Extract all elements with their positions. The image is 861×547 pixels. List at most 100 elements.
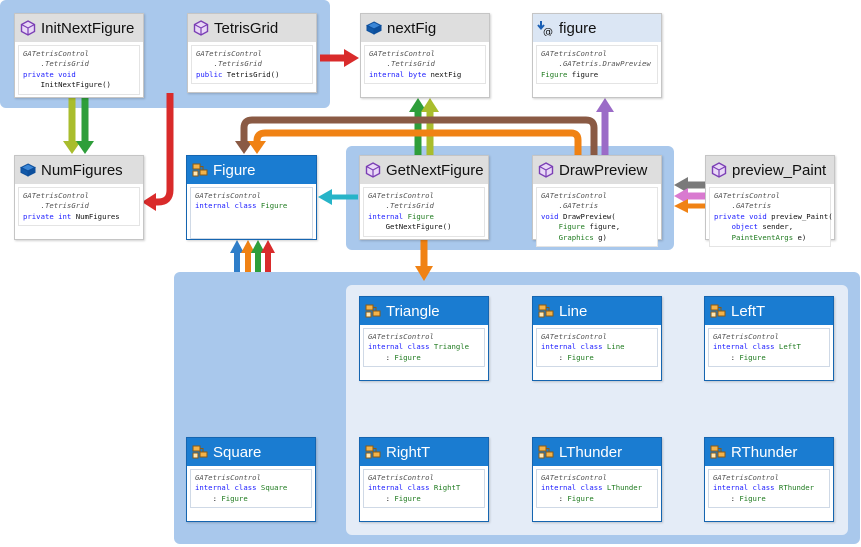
- namespace-line: GATetrisControl: [23, 49, 89, 58]
- arrow-tetrisgrid-to-numfigures: [142, 93, 174, 211]
- namespace-line: .GATetris: [541, 201, 599, 211]
- node-title: nextFig: [387, 19, 437, 37]
- signature-line: : Figure: [195, 493, 248, 503]
- node-title: LThunder: [559, 443, 623, 461]
- namespace-line: GATetrisControl: [369, 49, 435, 58]
- namespace-line: GATetrisControl: [541, 191, 607, 200]
- node-figure-parameter[interactable]: @ figure GATetrisControl .GATetris.DrawP…: [532, 13, 662, 98]
- signature-line: private int NumFigures: [23, 211, 120, 221]
- node-title: RThunder: [731, 443, 798, 461]
- signature-line: public TetrisGrid(): [196, 69, 280, 79]
- node-title: Square: [213, 443, 262, 461]
- signature-line: Figure figure: [541, 69, 599, 79]
- method-icon: [192, 19, 210, 37]
- node-preview-paint[interactable]: preview_Paint GATetrisControl .GATetris …: [705, 155, 835, 248]
- class-icon: [364, 443, 382, 461]
- parameter-icon: @: [537, 19, 555, 37]
- node-title: Line: [559, 302, 588, 320]
- signature-line: : Figure: [368, 352, 421, 362]
- class-icon: [191, 443, 209, 461]
- signature-line: internal class Square: [195, 483, 288, 493]
- node-title: Triangle: [386, 302, 440, 320]
- arrow-drawpreview-to-figure-brown: [235, 116, 598, 158]
- node-title: figure: [559, 19, 597, 37]
- signature-line: void DrawPreview(: [541, 211, 616, 221]
- signature-line: private void preview_Paint(: [714, 211, 833, 221]
- namespace-line: GATetrisControl: [368, 191, 434, 200]
- field-icon: [19, 161, 37, 179]
- node-rthunder[interactable]: RThunder GATetrisControl internal class …: [704, 437, 834, 522]
- node-title: NumFigures: [41, 161, 123, 179]
- namespace-line: GATetrisControl: [713, 332, 779, 341]
- arrow-previewpaint-to-drawpreview: [674, 177, 705, 213]
- namespace-line: GATetrisControl: [195, 473, 261, 482]
- svg-text:@: @: [543, 27, 553, 36]
- node-triangle[interactable]: Triangle GATetrisControl internal class …: [359, 296, 489, 381]
- namespace-line: .TetrisGrid: [369, 59, 435, 69]
- class-icon: [537, 443, 555, 461]
- namespace-line: GATetrisControl: [368, 332, 434, 341]
- arrow-getnextfigure-to-subclasses: [415, 238, 433, 281]
- signature-line: internal Figure: [368, 211, 434, 221]
- method-icon: [364, 161, 382, 179]
- node-rightt[interactable]: RightT GATetrisControl internal class Ri…: [359, 437, 489, 522]
- node-initnextfigure[interactable]: InitNextFigure GATetrisControl .TetrisGr…: [14, 13, 144, 98]
- node-title: Figure: [213, 161, 256, 179]
- node-title: GetNextFigure: [386, 161, 484, 179]
- node-tetrisgrid[interactable]: TetrisGrid GATetrisControl .TetrisGrid p…: [187, 13, 317, 93]
- arrow-getnextfigure-to-figureclass-teal: [318, 189, 358, 205]
- node-leftt[interactable]: LeftT GATetrisControl internal class Lef…: [704, 296, 834, 381]
- namespace-line: GATetrisControl: [713, 473, 779, 482]
- signature-line: InitNextFigure(): [23, 80, 111, 90]
- signature-line: internal class LThunder: [541, 483, 643, 493]
- field-icon: [365, 19, 383, 37]
- class-icon: [364, 302, 382, 320]
- class-icon: [191, 161, 209, 179]
- arrow-tetrisgrid-to-nextfig: [320, 49, 359, 67]
- signature-line: GetNextFigure(): [368, 222, 452, 232]
- signature-line: internal byte nextFig: [369, 69, 462, 79]
- namespace-line: GATetrisControl: [23, 191, 89, 200]
- node-numfigures[interactable]: NumFigures GATetrisControl .TetrisGrid p…: [14, 155, 144, 240]
- signature-line: Figure figure,: [558, 222, 621, 232]
- node-square[interactable]: Square GATetrisControl internal class Sq…: [186, 437, 316, 522]
- node-title: DrawPreview: [559, 161, 648, 179]
- signature-line: internal class RThunder: [713, 483, 815, 493]
- signature-line: : Figure: [368, 493, 421, 503]
- node-title: RightT: [386, 443, 431, 461]
- signature-line: : Figure: [713, 352, 766, 362]
- namespace-line: GATetrisControl: [541, 49, 607, 58]
- node-nextfig[interactable]: nextFig GATetrisControl .TetrisGrid inte…: [360, 13, 490, 98]
- signature-line: : Figure: [541, 352, 594, 362]
- namespace-line: .GATetris.DrawPreview: [541, 59, 651, 69]
- arrow-getnextfigure-to-figure-orange: [248, 129, 582, 158]
- signature-line: Graphics g): [558, 232, 607, 242]
- class-icon: [709, 302, 727, 320]
- signature-line: private void: [23, 69, 76, 79]
- node-figure-class[interactable]: Figure GATetrisControl internal class Fi…: [186, 155, 317, 240]
- node-lthunder[interactable]: LThunder GATetrisControl internal class …: [532, 437, 662, 522]
- arrow-drawpreview-to-figure-field: [596, 98, 614, 158]
- namespace-line: .TetrisGrid: [368, 201, 434, 211]
- arrow-getnextfigure-to-nextfig: [409, 98, 439, 158]
- node-getnextfigure[interactable]: GetNextFigure GATetrisControl .TetrisGri…: [359, 155, 489, 240]
- namespace-line: GATetrisControl: [196, 49, 262, 58]
- namespace-line: GATetrisControl: [541, 332, 607, 341]
- signature-line: : Figure: [541, 493, 594, 503]
- namespace-line: .GATetris: [714, 201, 772, 211]
- signature-line: object sender,: [731, 222, 794, 232]
- method-icon: [537, 161, 555, 179]
- namespace-line: .TetrisGrid: [196, 59, 262, 69]
- signature-line: internal class Line: [541, 342, 625, 352]
- method-icon: [710, 161, 728, 179]
- node-drawpreview[interactable]: DrawPreview GATetrisControl .GATetris vo…: [532, 155, 662, 248]
- signature-line: internal class RightT: [368, 483, 461, 493]
- signature-line: internal class Figure: [195, 201, 288, 211]
- namespace-line: GATetrisControl: [541, 473, 607, 482]
- node-title: LeftT: [731, 302, 766, 320]
- signature-line: PaintEventArgs e): [731, 232, 807, 242]
- arrow-subclasses-to-figure: [230, 240, 275, 272]
- node-line[interactable]: Line GATetrisControl internal class Line…: [532, 296, 662, 381]
- signature-line: internal class Triangle: [368, 342, 470, 352]
